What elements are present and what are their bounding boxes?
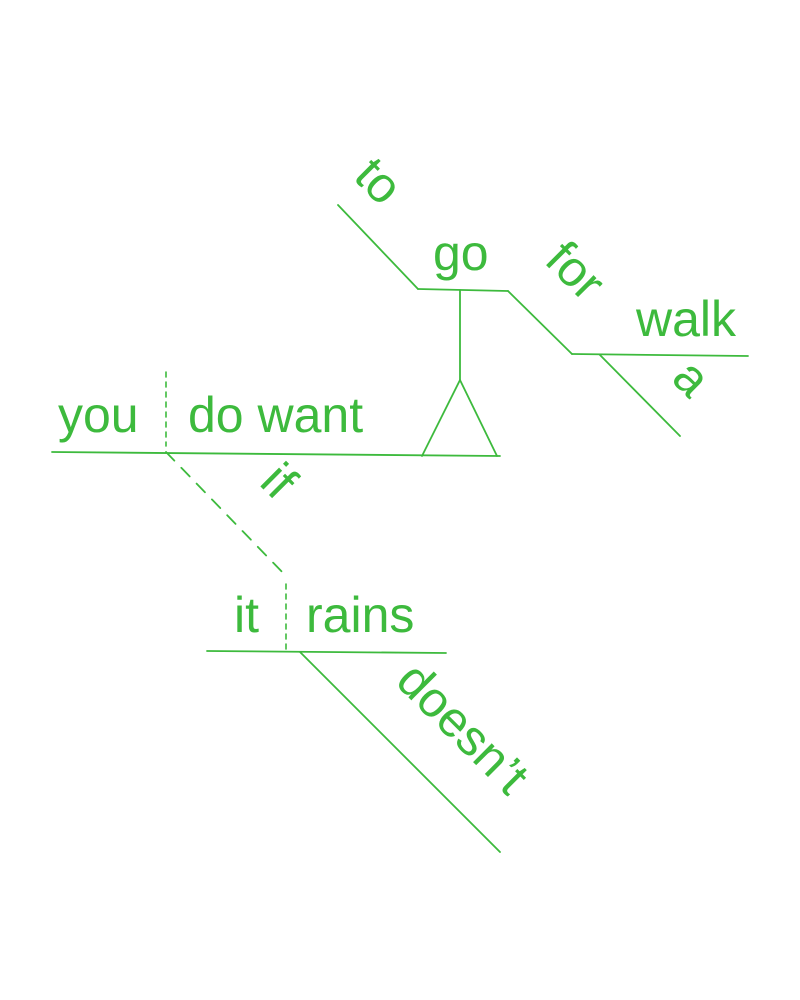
word-you: you bbox=[58, 387, 139, 443]
pedestal bbox=[421, 377, 498, 457]
article-slant bbox=[599, 354, 681, 437]
word-do-want: do want bbox=[188, 387, 363, 443]
word-doesnt: doesn’t bbox=[386, 651, 540, 805]
infinitive-baseline bbox=[417, 288, 509, 292]
main-baseline bbox=[51, 451, 501, 457]
to-slant bbox=[337, 204, 419, 290]
preposition-slant bbox=[507, 290, 573, 355]
word-go: go bbox=[433, 225, 489, 281]
object-baseline bbox=[571, 353, 749, 357]
word-to: to bbox=[344, 146, 413, 215]
clause-baseline bbox=[206, 650, 447, 654]
negation-slant bbox=[299, 651, 501, 853]
word-walk: walk bbox=[635, 291, 737, 347]
word-if: if bbox=[250, 452, 307, 509]
word-a: a bbox=[662, 348, 721, 407]
word-it: it bbox=[234, 587, 259, 643]
word-rains: rains bbox=[306, 587, 414, 643]
conjunction-connector bbox=[165, 451, 287, 577]
word-for: for bbox=[535, 230, 616, 311]
